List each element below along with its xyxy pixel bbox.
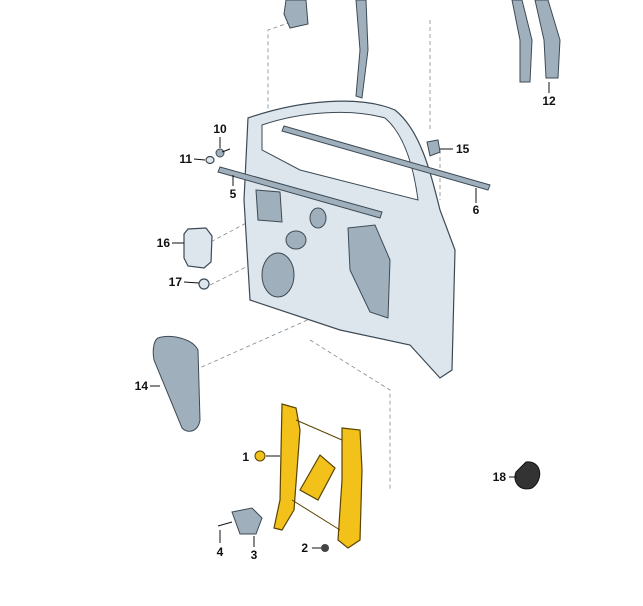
part-10-screw [215, 148, 231, 158]
part-5-inner-strip [217, 166, 383, 219]
callout-2: 2 [301, 541, 308, 555]
callout-17: 17 [169, 275, 183, 289]
part-4-bolt [217, 521, 233, 527]
callout-3: 3 [251, 548, 258, 562]
part-17-plug [198, 278, 210, 290]
callout-11: 11 [179, 152, 192, 166]
callout-14: 14 [135, 379, 149, 393]
upper-bracket [283, 0, 309, 29]
part-6-outer-strip [281, 125, 491, 191]
door-shell [243, 100, 456, 379]
part-1-window-regulator [273, 403, 363, 549]
callout-12: 12 [542, 94, 556, 108]
part-12-seal [511, 0, 561, 83]
part-14-speaker-panel [152, 336, 201, 432]
callout-15: 15 [456, 142, 470, 156]
part-11-cap [205, 155, 215, 165]
callout-1: 1 [242, 450, 249, 464]
callout-6: 6 [473, 203, 480, 217]
part-3-motor [231, 507, 263, 535]
window-channel [355, 0, 369, 99]
part-16-cover [183, 227, 213, 269]
callout-5: 5 [230, 187, 237, 201]
part-18-grommet [514, 461, 541, 490]
callout-16: 16 [157, 236, 171, 250]
callout-10: 10 [213, 122, 227, 136]
part-15-clip [426, 139, 441, 157]
callout-1-marker [254, 450, 266, 462]
part-2-nut [321, 544, 329, 552]
callout-18: 18 [493, 470, 507, 484]
callout-4: 4 [217, 545, 224, 559]
leader-lines [150, 82, 550, 549]
